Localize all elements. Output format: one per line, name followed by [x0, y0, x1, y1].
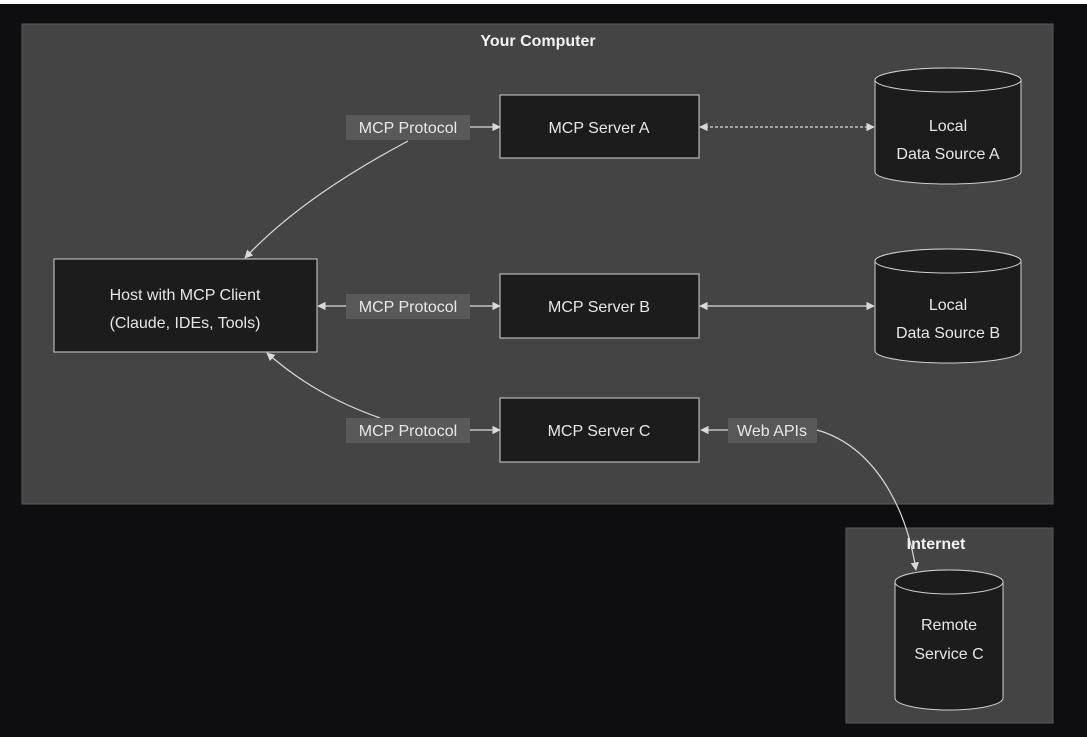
edge-label-web-apis: Web APIs — [728, 418, 817, 443]
node-data-a-line1: Local — [929, 118, 967, 135]
node-remote-line1: Remote — [921, 617, 977, 634]
node-remote-service-c[interactable]: Remote Service C — [894, 569, 1004, 711]
node-local-data-source-a[interactable]: Local Data Source A — [874, 67, 1022, 185]
edge-host-server-a-curve — [244, 140, 409, 259]
node-mcp-server-b[interactable]: MCP Server B — [499, 273, 700, 339]
node-mcp-server-a-label: MCP Server A — [548, 120, 649, 137]
edge-label-host-server-c-text: MCP Protocol — [359, 423, 457, 440]
edge-label-host-server-c: MCP Protocol — [346, 418, 470, 443]
node-mcp-server-a[interactable]: MCP Server A — [499, 94, 700, 159]
node-data-b-line2: Data Source B — [896, 325, 1000, 342]
edge-label-host-server-b-text: MCP Protocol — [359, 299, 457, 316]
node-host-line2: (Claude, IDEs, Tools) — [110, 315, 261, 332]
node-host-line1: Host with MCP Client — [110, 287, 261, 304]
edge-label-host-server-a-text: MCP Protocol — [359, 120, 457, 137]
group-your-computer-title: Your Computer — [480, 33, 595, 50]
edge-label-host-server-b: MCP Protocol — [346, 294, 470, 319]
node-data-b-line1: Local — [929, 297, 967, 314]
node-data-a-line2: Data Source A — [896, 146, 1000, 163]
node-mcp-server-b-label: MCP Server B — [548, 299, 650, 316]
edge-web-apis-remote — [816, 429, 919, 571]
edge-host-server-c-curve — [266, 352, 381, 419]
edge-label-host-server-a: MCP Protocol — [346, 115, 470, 140]
top-strip — [0, 0, 1087, 4]
node-local-data-source-b[interactable]: Local Data Source B — [874, 248, 1022, 364]
group-internet-title: Internet — [907, 536, 966, 553]
node-host-with-mcp-client[interactable]: Host with MCP Client (Claude, IDEs, Tool… — [53, 258, 318, 353]
node-mcp-server-c-label: MCP Server C — [548, 423, 651, 440]
node-remote-line2: Service C — [914, 646, 983, 663]
node-mcp-server-c[interactable]: MCP Server C — [499, 397, 700, 463]
edge-label-web-apis-text: Web APIs — [737, 423, 807, 440]
